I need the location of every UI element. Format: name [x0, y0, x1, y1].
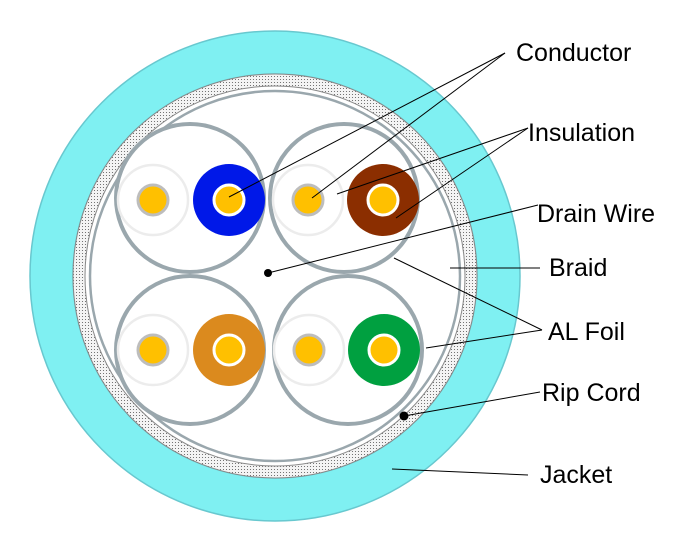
- braid-outer-line: [72, 73, 478, 479]
- insulation-leader-2: [395, 127, 529, 219]
- label-conductor: Conductor: [516, 39, 631, 67]
- white-conductor: [136, 183, 170, 217]
- braid-inner-line: [84, 85, 466, 467]
- blue-pair: [114, 122, 266, 274]
- orange-conductor: [212, 333, 246, 367]
- green-conductor: [367, 333, 401, 367]
- label-insulation: Insulation: [528, 119, 635, 147]
- green-pair: [272, 274, 424, 426]
- brown-pair: [268, 122, 420, 274]
- drain-wire-leader: [267, 204, 539, 274]
- jacket-leader: [391, 468, 529, 476]
- brown-conductor: [366, 183, 400, 217]
- insulation-leader-1: [336, 127, 529, 195]
- label-braid: Braid: [549, 254, 607, 282]
- rip-cord-leader: [403, 391, 541, 417]
- white-conductor: [291, 183, 325, 217]
- al-foil-leader-2: [425, 329, 543, 349]
- white-conductor: [136, 333, 170, 367]
- label-rip-cord: Rip Cord: [542, 379, 641, 407]
- blue-conductor: [212, 183, 246, 217]
- al-foil-leader-1: [393, 257, 543, 331]
- label-al-foil: AL Foil: [548, 318, 625, 346]
- orange-pair: [114, 274, 266, 426]
- label-drain-wire: Drain Wire: [537, 200, 655, 228]
- white-conductor: [292, 333, 326, 367]
- conductor-leader-1: [228, 52, 506, 198]
- conductor-leader-2: [311, 52, 506, 199]
- braid: [73, 74, 477, 478]
- leader-lines: [228, 52, 543, 476]
- label-jacket: Jacket: [540, 461, 612, 489]
